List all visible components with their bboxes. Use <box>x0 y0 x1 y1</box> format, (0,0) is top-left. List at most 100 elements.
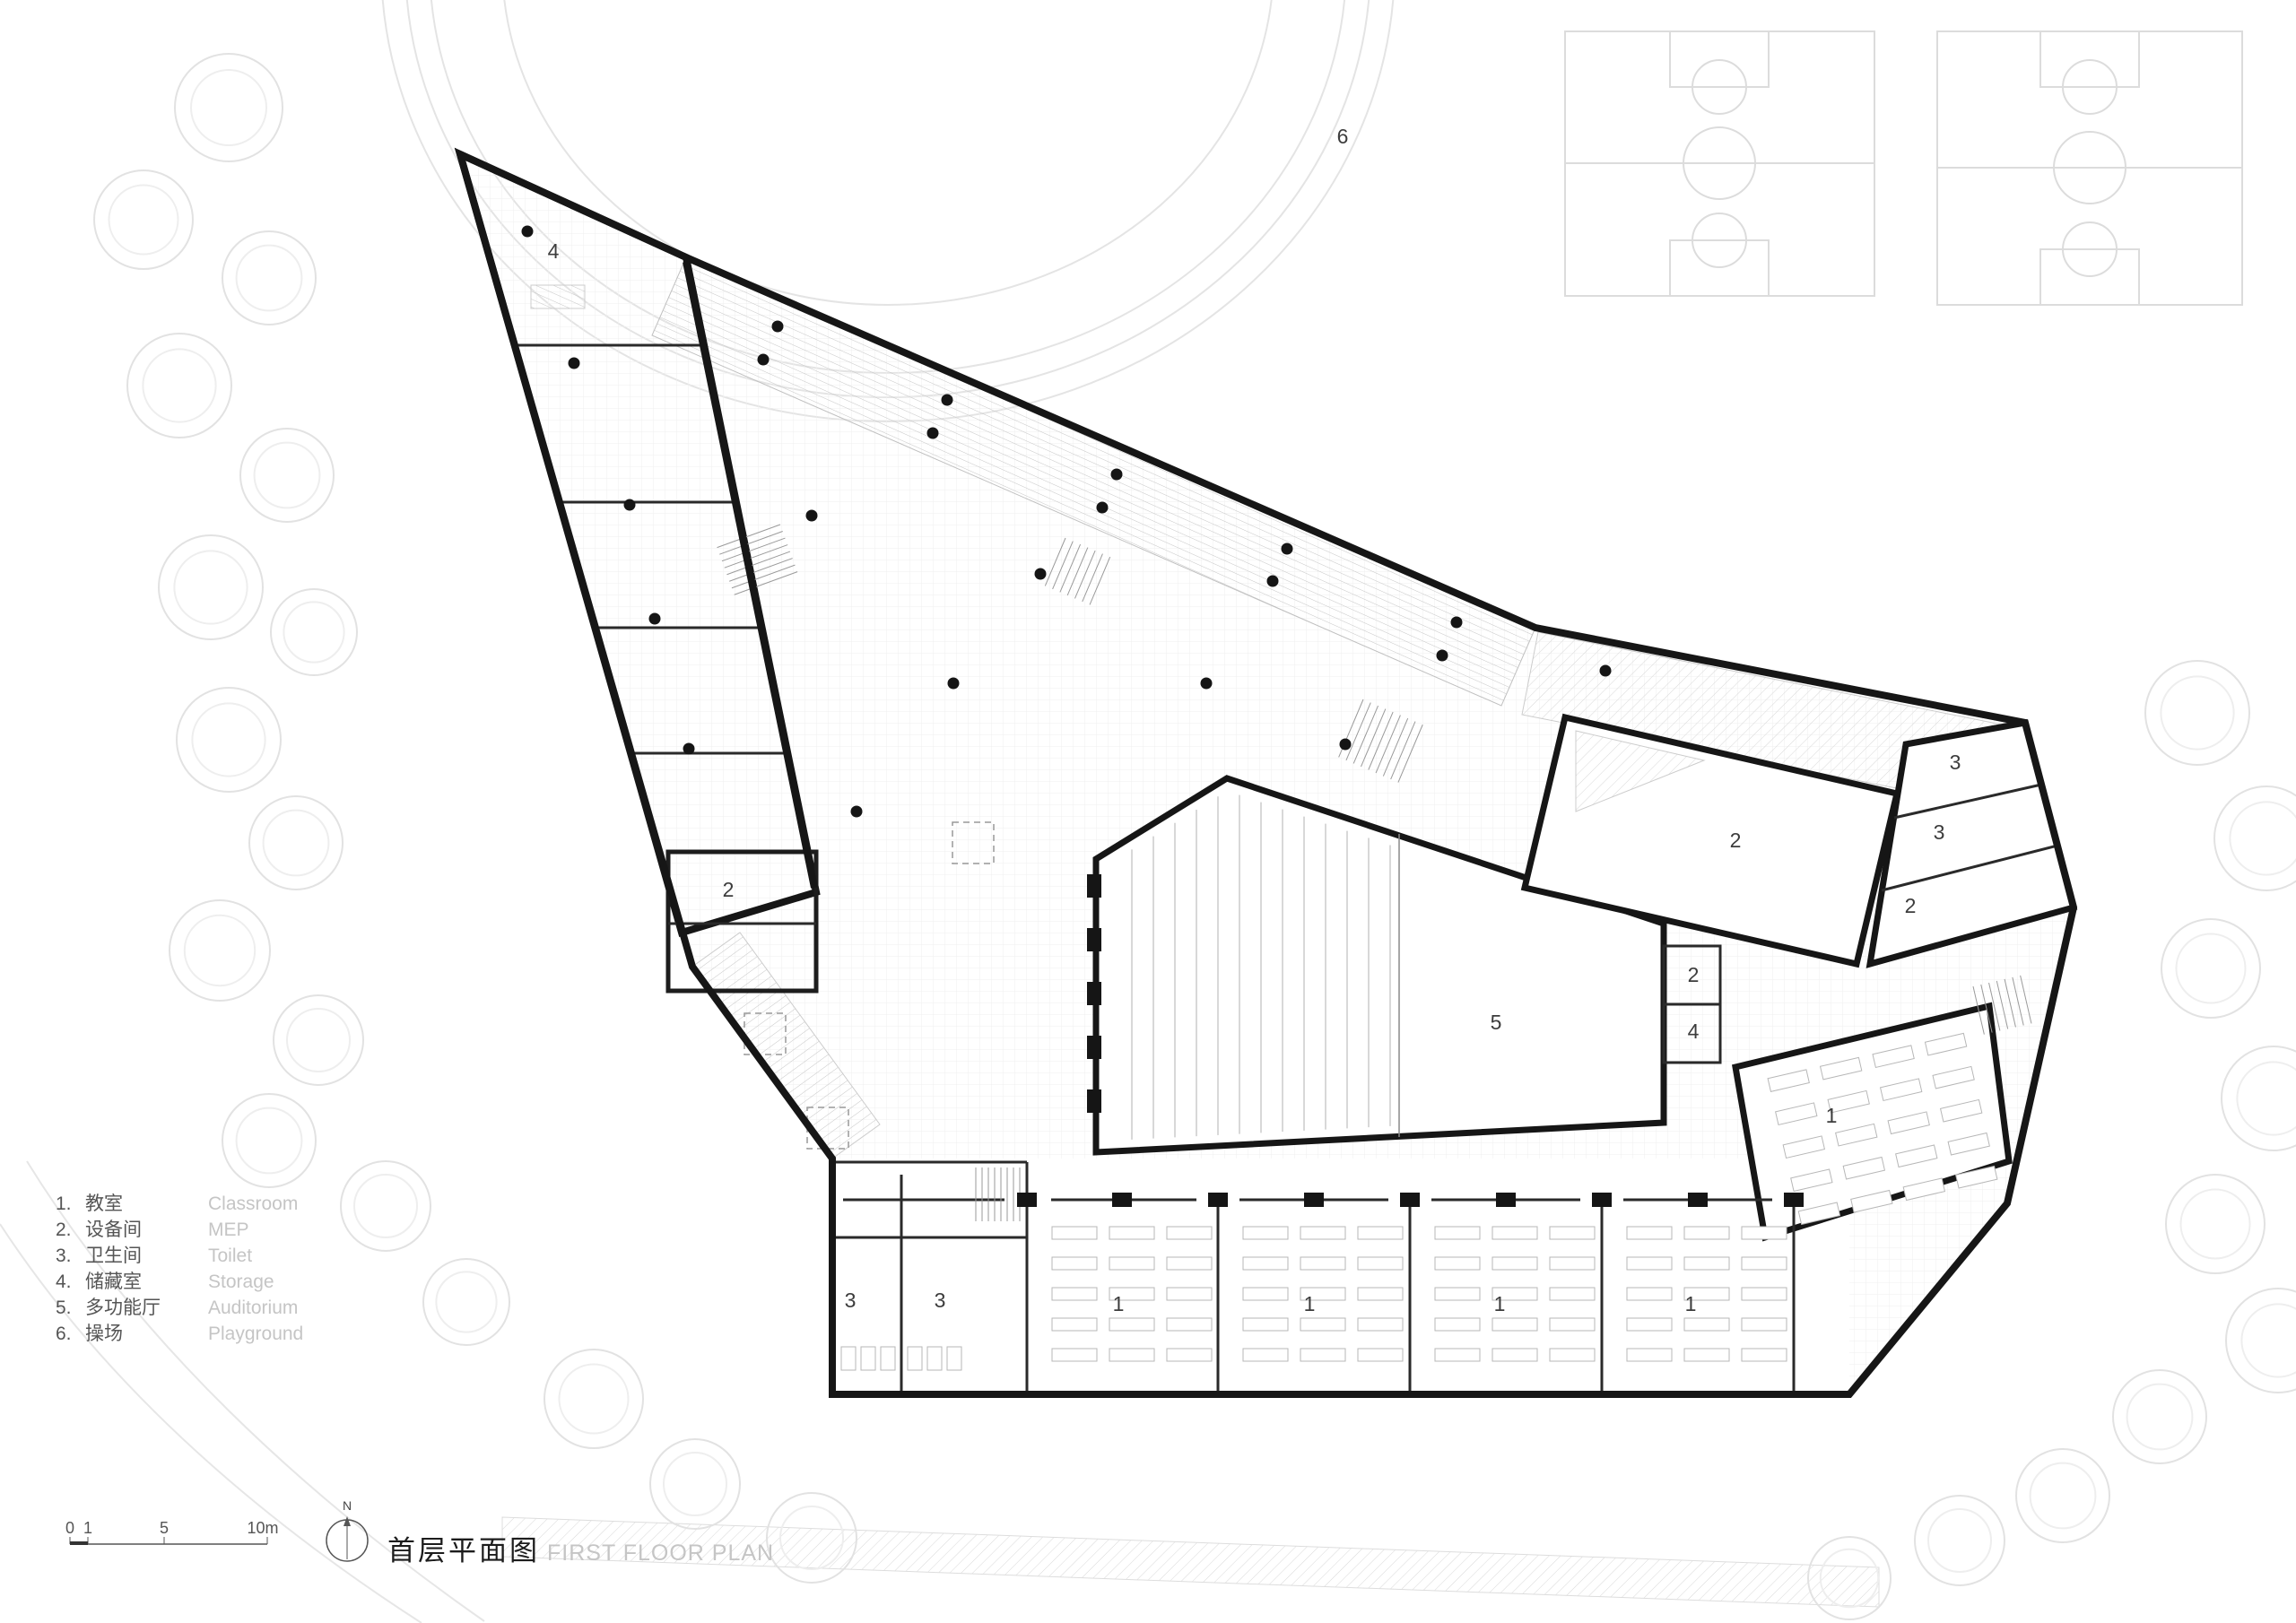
legend-en: Toilet <box>208 1245 252 1266</box>
tree-canopy <box>253 441 321 509</box>
desk <box>1434 1256 1481 1271</box>
tree-canopy <box>435 1271 498 1333</box>
tree-canopy <box>2236 1061 2296 1136</box>
pier <box>1304 1193 1324 1207</box>
north-label: N <box>343 1498 352 1513</box>
column-dot <box>947 677 960 690</box>
tree-canopy <box>2229 801 2296 876</box>
storage-room-aud <box>1662 1002 1722 1064</box>
room-label: 3 <box>1950 751 1961 774</box>
tree <box>2213 785 2296 891</box>
legend-en: MEP <box>208 1219 249 1240</box>
desk <box>1109 1256 1155 1271</box>
desk <box>1242 1348 1289 1362</box>
basketball-court-right <box>1936 30 2243 306</box>
tree-canopy <box>1819 1548 1880 1609</box>
classroom-desks <box>1051 1226 1787 1362</box>
tree <box>126 333 232 438</box>
desk <box>1242 1317 1289 1332</box>
tree-canopy <box>2240 1303 2296 1378</box>
building-outline-wall <box>454 147 2078 1398</box>
desk <box>1955 1165 1998 1189</box>
desk <box>1626 1226 1673 1240</box>
tree-canopy <box>235 1107 303 1175</box>
room-label: 2 <box>723 878 735 901</box>
legend-zh: 操场 <box>85 1324 123 1344</box>
desk <box>1827 1089 1870 1114</box>
desk <box>1166 1317 1213 1332</box>
stair-flight <box>975 1167 1021 1221</box>
legend-zh: 储藏室 <box>85 1271 142 1292</box>
desk <box>1626 1317 1673 1332</box>
tree-canopy <box>2029 1462 2097 1530</box>
tree <box>93 169 194 270</box>
north-arrow: N <box>326 1498 369 1562</box>
desk <box>1051 1226 1098 1240</box>
tree-canopy <box>2160 675 2235 751</box>
desk <box>1300 1348 1346 1362</box>
desk <box>1242 1256 1289 1271</box>
tree <box>273 994 364 1086</box>
legend-num: 1. <box>56 1193 72 1214</box>
legend-num: 6. <box>56 1324 72 1344</box>
tree <box>270 588 358 676</box>
desk <box>1492 1226 1538 1240</box>
column-dot <box>568 357 580 369</box>
tree-canopy <box>191 702 266 777</box>
desk <box>1357 1287 1404 1301</box>
tree-canopy <box>558 1363 630 1435</box>
tree <box>766 1492 857 1584</box>
scale-label: 1 <box>83 1519 92 1537</box>
room-label: 3 <box>845 1289 857 1312</box>
desk <box>1741 1348 1787 1362</box>
tree-canopy <box>286 1008 351 1072</box>
room-label: 3 <box>1934 820 1945 844</box>
pier <box>1017 1193 1037 1207</box>
room-label: 5 <box>1491 1011 1502 1034</box>
scale-label: 0 <box>65 1519 74 1537</box>
tree-canopy <box>283 601 345 664</box>
tree <box>2112 1369 2207 1464</box>
tree <box>2015 1448 2110 1543</box>
tree <box>422 1258 510 1346</box>
column-dot <box>1096 501 1109 514</box>
desk <box>1109 1287 1155 1301</box>
legend-en: Playground <box>208 1324 303 1344</box>
plan-title-en: FIRST FLOOR PLAN <box>547 1541 774 1566</box>
legend-en: Storage <box>208 1271 274 1292</box>
scale-label: 5 <box>160 1519 169 1537</box>
trees <box>93 53 2296 1620</box>
desk <box>1842 1156 1886 1180</box>
desk <box>1109 1348 1155 1362</box>
legend-num: 5. <box>56 1298 72 1318</box>
room-label: 1 <box>1494 1292 1506 1315</box>
tree-canopy <box>108 184 179 256</box>
tree-canopy <box>779 1506 844 1570</box>
tree <box>222 230 317 325</box>
tree <box>544 1349 644 1449</box>
tree <box>1914 1495 2005 1586</box>
pier <box>1784 1193 1804 1207</box>
desk <box>1683 1287 1730 1301</box>
desk <box>1434 1226 1481 1240</box>
tree-canopy <box>173 550 248 625</box>
tree <box>222 1093 317 1188</box>
column-dot <box>1281 542 1293 555</box>
tree <box>158 534 264 640</box>
toilet-fixture <box>926 1346 943 1371</box>
scale-label: 10m <box>247 1519 278 1537</box>
column-dot <box>521 225 534 238</box>
desk <box>1887 1111 1930 1135</box>
desk <box>1932 1065 1975 1089</box>
room-label: 2 <box>1688 963 1700 986</box>
legend-en: Classroom <box>208 1193 298 1214</box>
pier <box>1087 928 1101 951</box>
auditorium-seating <box>1131 794 1391 1140</box>
tree <box>239 428 335 523</box>
room-label: 6 <box>1337 125 1349 148</box>
legend-zh: 多功能厅 <box>85 1298 161 1318</box>
pier <box>1087 982 1101 1005</box>
